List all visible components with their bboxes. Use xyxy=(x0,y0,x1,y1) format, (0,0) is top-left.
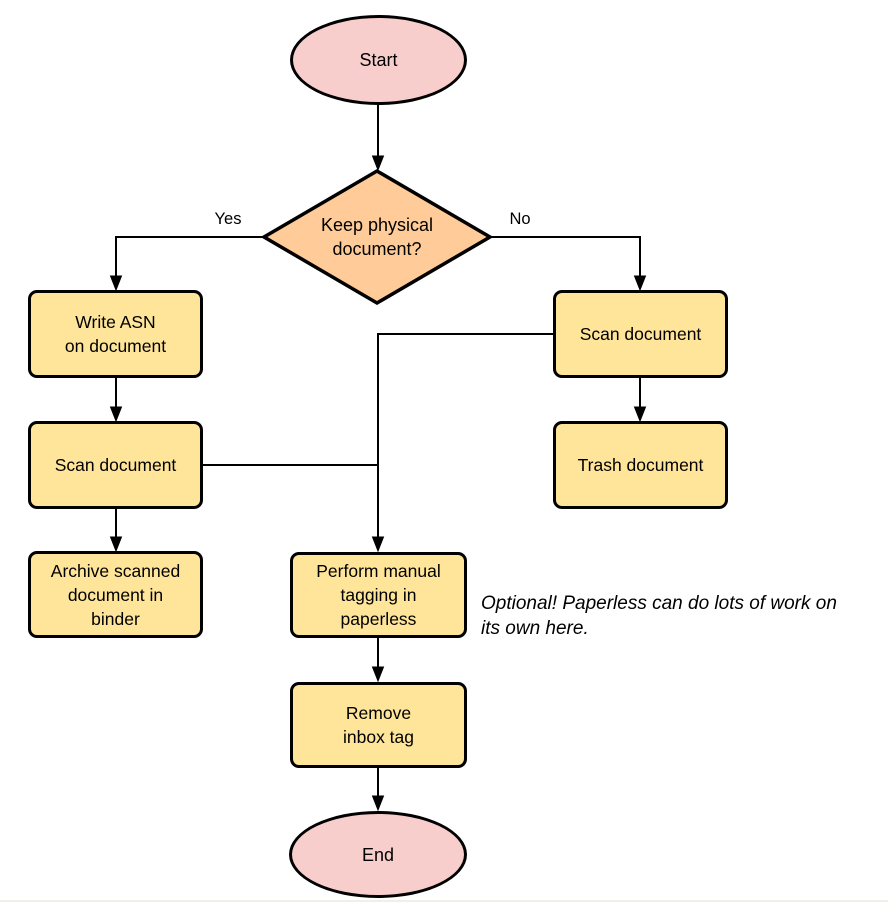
decision-diamond-shape xyxy=(260,168,494,306)
edge-scanright-to-tagging xyxy=(377,333,553,539)
arrowhead-into-tagging xyxy=(371,536,385,553)
arrowhead-into-end xyxy=(371,795,385,812)
process-archive-scanned-document: Archive scanned document in binder xyxy=(28,551,203,638)
arrowhead-into-scanright xyxy=(633,275,647,292)
process-trash-document: Trash document xyxy=(553,421,728,509)
arrowhead-into-decision xyxy=(371,155,385,172)
optional-note: Optional! Paperless can do lots of work … xyxy=(481,593,837,639)
edge-decision-no xyxy=(490,236,641,277)
decision-keep-physical-document: Keep physical document? xyxy=(320,215,434,259)
start-node: Start xyxy=(290,15,467,105)
edge-label-yes: Yes xyxy=(214,210,242,228)
edge-decision-yes xyxy=(115,236,264,277)
edge-label-no: No xyxy=(509,210,531,228)
process-scan-document-left: Scan document xyxy=(28,421,203,509)
bottom-divider xyxy=(0,900,888,902)
arrowhead-into-scanleft xyxy=(109,406,123,423)
arrowhead-into-trash xyxy=(633,406,647,423)
end-node: End xyxy=(289,811,467,898)
process-manual-tagging: Perform manual tagging in paperless xyxy=(290,552,467,638)
process-scan-document-right: Scan document xyxy=(553,290,728,378)
arrowhead-into-writeasn xyxy=(109,275,123,292)
arrowheads xyxy=(109,155,647,812)
process-remove-inbox-tag: Remove inbox tag xyxy=(290,682,467,768)
process-write-asn-on-document: Write ASN on document xyxy=(28,290,203,378)
arrowhead-into-archive xyxy=(109,536,123,553)
arrowhead-into-remove xyxy=(371,666,385,683)
